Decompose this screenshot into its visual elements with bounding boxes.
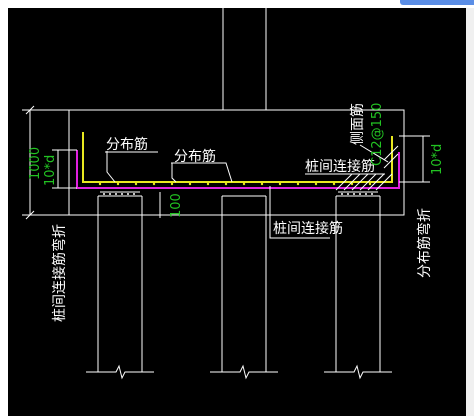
column: [222, 8, 267, 110]
piles: [86, 195, 392, 380]
pile-left: [86, 195, 154, 380]
dimension-bend-right-text: 10*d: [430, 144, 445, 175]
pile-connecting-bar-bend-label: 桩间连接筋弯折: [51, 224, 68, 322]
dimension-1000-text: 1000: [28, 147, 43, 180]
main-rebar: [76, 150, 400, 189]
pile-top-dots: [103, 193, 373, 195]
side-rebar: [82, 132, 393, 183]
side-face-hatch: [335, 145, 399, 191]
dimension-embed-text: 100: [169, 193, 184, 218]
rebar-dots: [98, 182, 372, 186]
toolbar-tab[interactable]: [400, 0, 474, 5]
distribution-bar-label-mid: 分布筋: [174, 148, 216, 165]
dimension-1000: [22, 105, 69, 220]
dimension-bend-right: [399, 135, 430, 183]
dimension-bend-left-text: 10*d: [43, 155, 58, 186]
pile-right: [324, 195, 392, 380]
pile-connecting-bar-label-bottom: 桩间连接筋: [273, 220, 343, 237]
pile-cap-outline: [68, 109, 405, 216]
pile-middle: [210, 195, 278, 380]
window-top-edge: [0, 0, 474, 8]
dimension-bend-left: [52, 149, 77, 189]
distribution-bar-label-left: 分布筋: [106, 136, 148, 153]
side-face-bar-label: 侧面筋: [349, 103, 366, 145]
window-right-edge: [466, 8, 474, 416]
window-left-edge: [0, 8, 8, 416]
pile-connecting-bar-label-right: 桩间连接筋: [305, 158, 375, 175]
leader-lines: [105, 144, 389, 239]
drawing-background: [0, 8, 474, 416]
side-spec-label: C12@150: [370, 103, 385, 166]
distribution-bar-bend-label: 分布筋弯折: [416, 208, 433, 278]
